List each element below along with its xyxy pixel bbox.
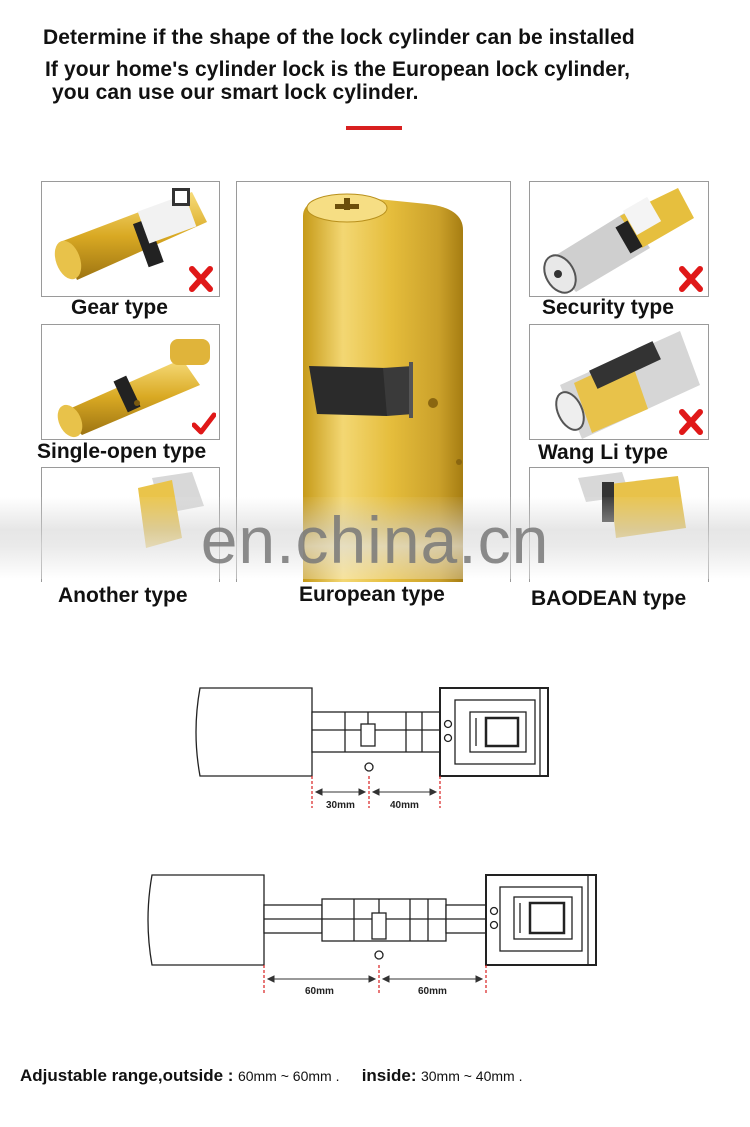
dim-30mm-label: 30mm <box>326 800 355 811</box>
security-type-label: Security type <box>542 296 674 319</box>
inside-label: inside: <box>361 1066 417 1085</box>
single-open-type-image <box>41 324 220 440</box>
another-type-label: Another type <box>58 584 188 607</box>
inside-value: 30mm ~ 40mm . <box>420 1068 523 1084</box>
single-open-type-label: Single-open type <box>37 440 207 463</box>
x-mark-icon <box>679 266 703 292</box>
cylinder-diagram-2 <box>147 874 597 995</box>
watermark-text: en.china.cn <box>200 503 550 577</box>
gear-type-label: Gear type <box>71 296 168 319</box>
wangli-type-image <box>529 324 709 440</box>
heading-line-3: you can use our smart lock cylinder. <box>52 81 419 104</box>
x-mark-icon <box>679 409 703 435</box>
outside-label: Adjustable range,outside : <box>20 1066 234 1085</box>
dim-60mm-right-label: 60mm <box>418 986 447 997</box>
security-type-image <box>529 181 709 297</box>
accent-divider <box>346 126 402 130</box>
dim-60mm-left-label: 60mm <box>305 986 334 997</box>
cylinder-diagram-1 <box>195 687 549 808</box>
gear-type-image <box>41 181 220 297</box>
check-mark-icon <box>192 412 216 435</box>
heading-line-2: If your home's cylinder lock is the Euro… <box>45 58 631 81</box>
watermark-band <box>0 497 750 579</box>
adjustable-range-text: Adjustable range,outside : 60mm ~ 60mm .… <box>20 1066 522 1086</box>
wangli-type-label: Wang Li type <box>538 441 668 464</box>
heading-line-1: Determine if the shape of the lock cylin… <box>43 26 635 49</box>
european-type-label: European type <box>299 583 445 606</box>
outside-value: 60mm ~ 60mm . <box>237 1068 340 1084</box>
dim-40mm-label: 40mm <box>390 800 419 811</box>
x-mark-icon <box>189 266 213 292</box>
baodean-type-label: BAODEAN type <box>531 587 687 610</box>
